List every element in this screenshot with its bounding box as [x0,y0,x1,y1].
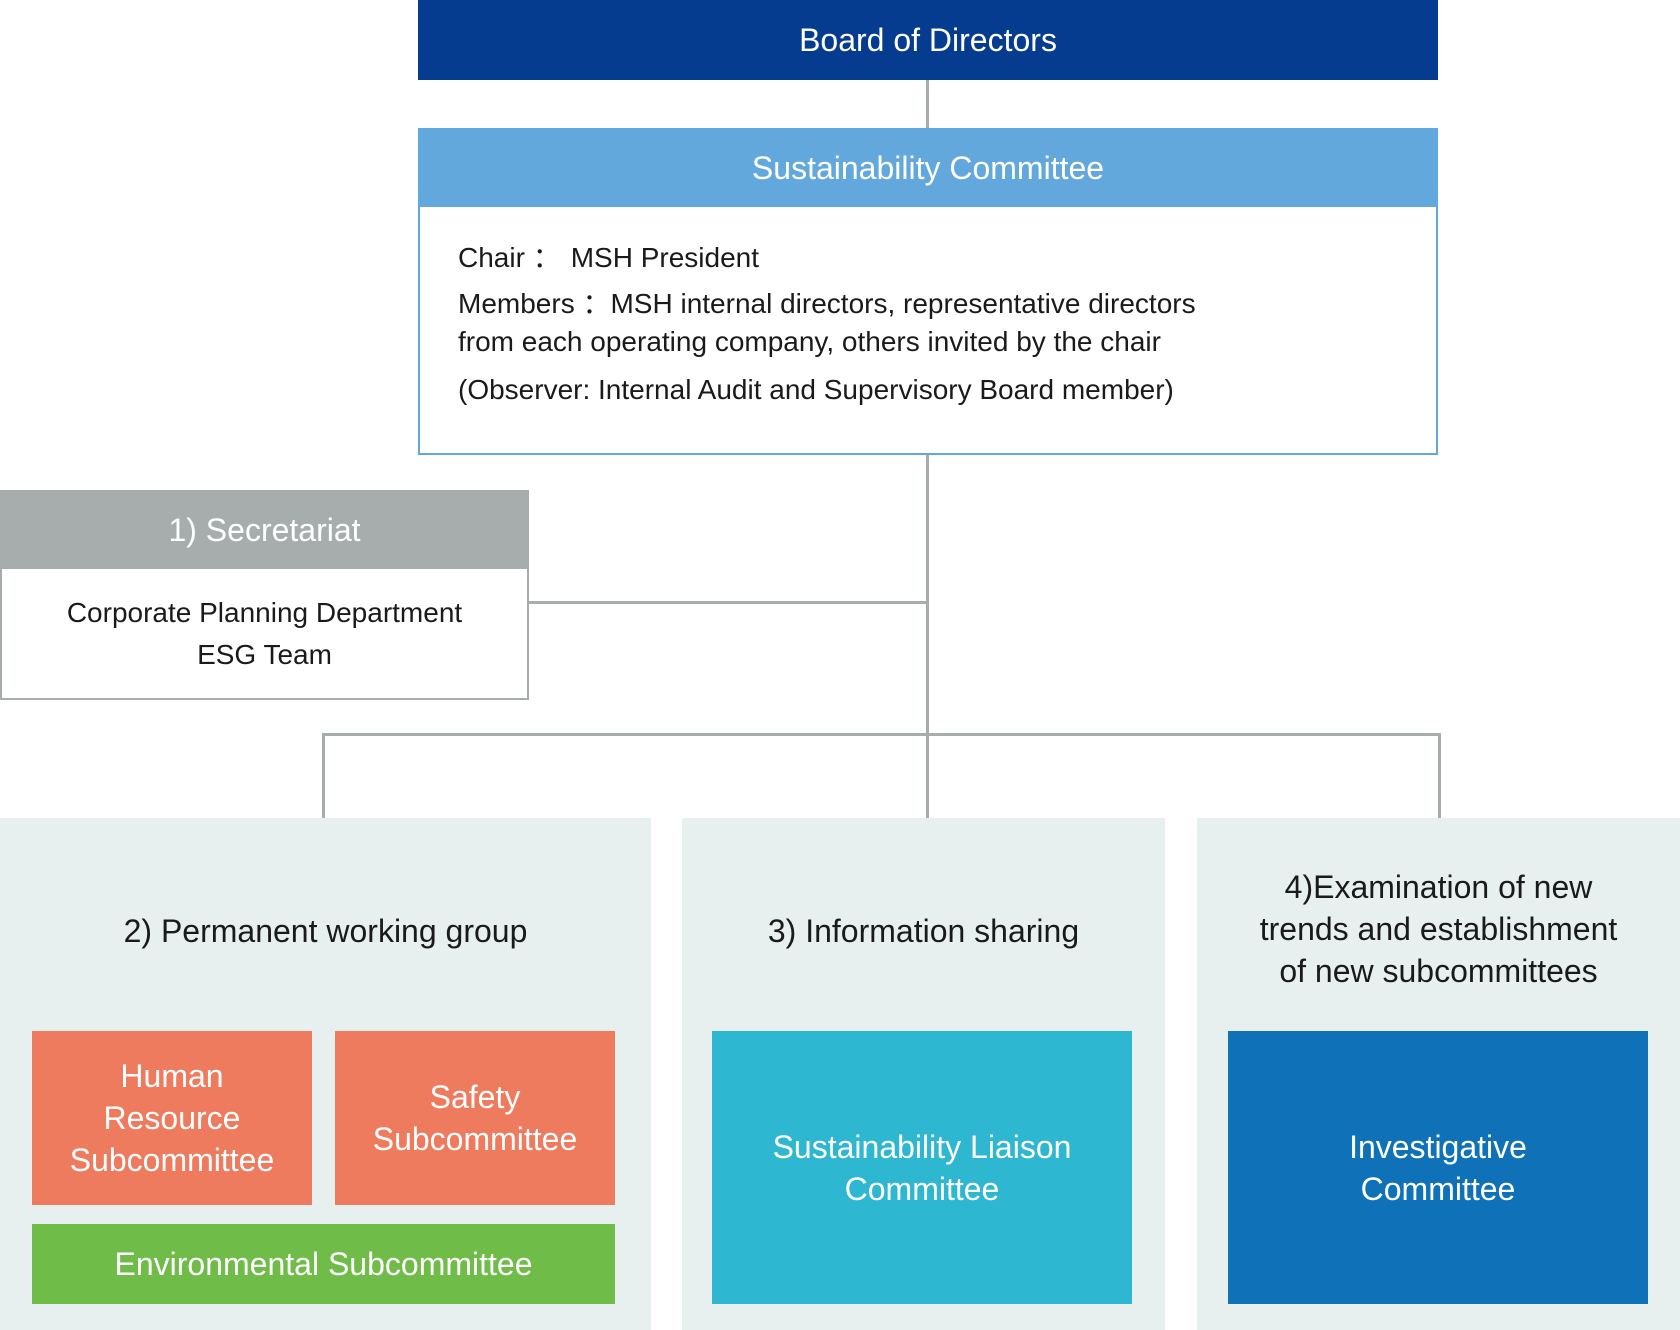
examination-title-line-3: of new subcommittees [1279,953,1598,989]
secretariat-details: Corporate Planning Department ESG Team [0,569,529,700]
liaison-line-2: Committee [844,1170,1000,1207]
examination-title-line-1: 4)Examination of new [1284,869,1593,905]
investigative-committee-box: Investigative Committee [1228,1031,1648,1304]
board-title: Board of Directors [799,21,1057,58]
hr-line-1: Human [120,1058,224,1094]
environmental-subcommittee-label: Environmental Subcommittee [114,1246,533,1282]
safety-line-1: Safety [429,1079,521,1115]
liaison-line-1: Sustainability Liaison [772,1128,1072,1165]
connector-secretariat [529,601,929,604]
permanent-working-group-title: 2) Permanent working group [123,913,528,949]
members-value-line2: from each operating company, others invi… [458,326,1161,357]
human-resource-subcommittee-box: Human Resource Subcommittee [32,1031,312,1205]
environmental-subcommittee-box: Environmental Subcommittee [32,1224,615,1304]
chair-value: MSH President [570,242,759,273]
sustainability-committee-title: Sustainability Committee [751,149,1105,186]
safety-subcommittee-box: Safety Subcommittee [335,1031,615,1205]
connector-board-to-committee [926,80,929,128]
hr-line-2: Resource [103,1100,241,1136]
connector-branch-left [322,733,325,818]
chair-label: Chair ： [458,242,561,273]
secretariat-title: 1) Secretariat [168,511,361,548]
secretariat-team: ESG Team [197,638,332,670]
secretariat-header: 1) Secretariat [0,490,529,570]
chair-row: Chair ： MSH President [458,239,1398,277]
sustainability-liaison-committee-box: Sustainability Liaison Committee [712,1031,1132,1304]
members-label: Members ： [458,288,611,319]
observer-note: (Observer: Internal Audit and Supervisor… [458,374,1174,405]
connector-branch-right [1438,733,1441,818]
investigative-line-2: Committee [1360,1170,1516,1207]
information-sharing-title: 3) Information sharing [767,913,1080,949]
members-row: Members ： MSH internal directors, repres… [458,285,1398,323]
sustainability-committee-header: Sustainability Committee [418,128,1438,208]
examination-title: 4)Examination of new trends and establis… [1197,866,1680,992]
sustainability-committee-details: Chair ： MSH President Members ： MSH inte… [418,207,1438,455]
connector-committee-trunk [926,455,929,818]
examination-title-line-2: trends and establishment [1259,911,1618,947]
board-of-directors-box: Board of Directors [418,0,1438,80]
secretariat-department: Corporate Planning Department [66,596,463,628]
connector-branch-horizontal [322,733,1441,736]
safety-line-2: Subcommittee [372,1121,578,1157]
hr-line-3: Subcommittee [69,1142,275,1178]
investigative-line-1: Investigative [1349,1128,1527,1165]
members-value-line1: MSH internal directors, representative d… [610,288,1196,319]
